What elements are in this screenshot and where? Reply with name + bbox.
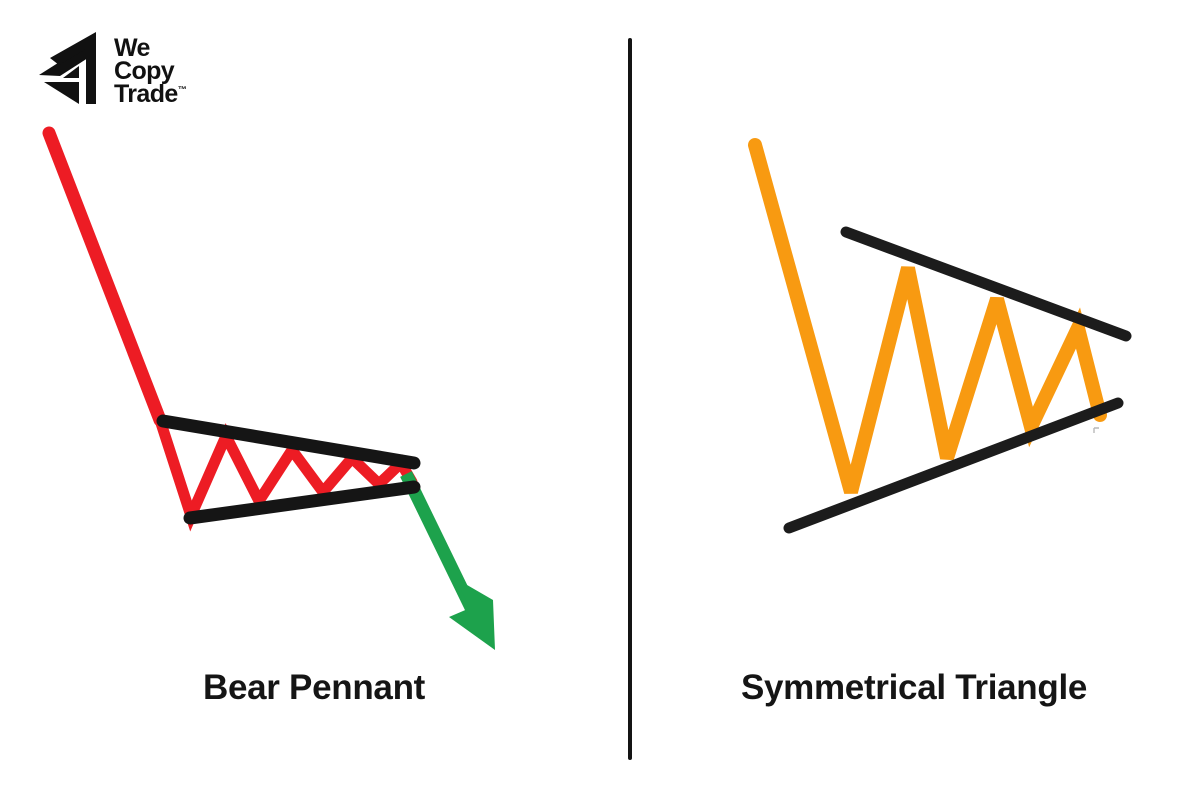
- apex-tick-mark: [1093, 427, 1099, 433]
- bear-pennant-caption: Bear Pennant: [202, 668, 426, 707]
- pennant-upper-trendline: [156, 414, 421, 470]
- triangle-upper-trendline: [840, 226, 1132, 342]
- layered-arrow-icon: [39, 32, 96, 104]
- panel-symmetrical-triangle: Symmetrical Triangle: [628, 0, 1200, 800]
- symmetrical-triangle-diagram: [748, 138, 1132, 534]
- logo-line-trade: Trade™: [114, 79, 187, 108]
- pennant-lower-trendline: [183, 480, 421, 525]
- logo-wordmark: We Copy Trade™: [114, 35, 187, 106]
- brand-logo: We Copy Trade™: [30, 30, 187, 110]
- bear-pennant-diagram: [42, 126, 495, 650]
- breakout-arrow-head: [449, 578, 495, 650]
- triangle-price-zigzag: [748, 138, 1107, 494]
- logo-line-we: We: [114, 33, 150, 62]
- symmetrical-triangle-caption: Symmetrical Triangle: [740, 668, 1088, 707]
- triangle-lower-trendline: [783, 397, 1124, 534]
- logo-line-copy: Copy: [114, 56, 175, 85]
- pennant-zigzag-line: [154, 414, 418, 532]
- trademark-symbol: ™: [177, 84, 187, 95]
- panel-bear-pennant: Bear Pennant: [42, 126, 495, 707]
- logo-trade-word: Trade: [114, 79, 178, 108]
- vertical-divider: [628, 38, 632, 760]
- flagpole-line: [42, 126, 167, 427]
